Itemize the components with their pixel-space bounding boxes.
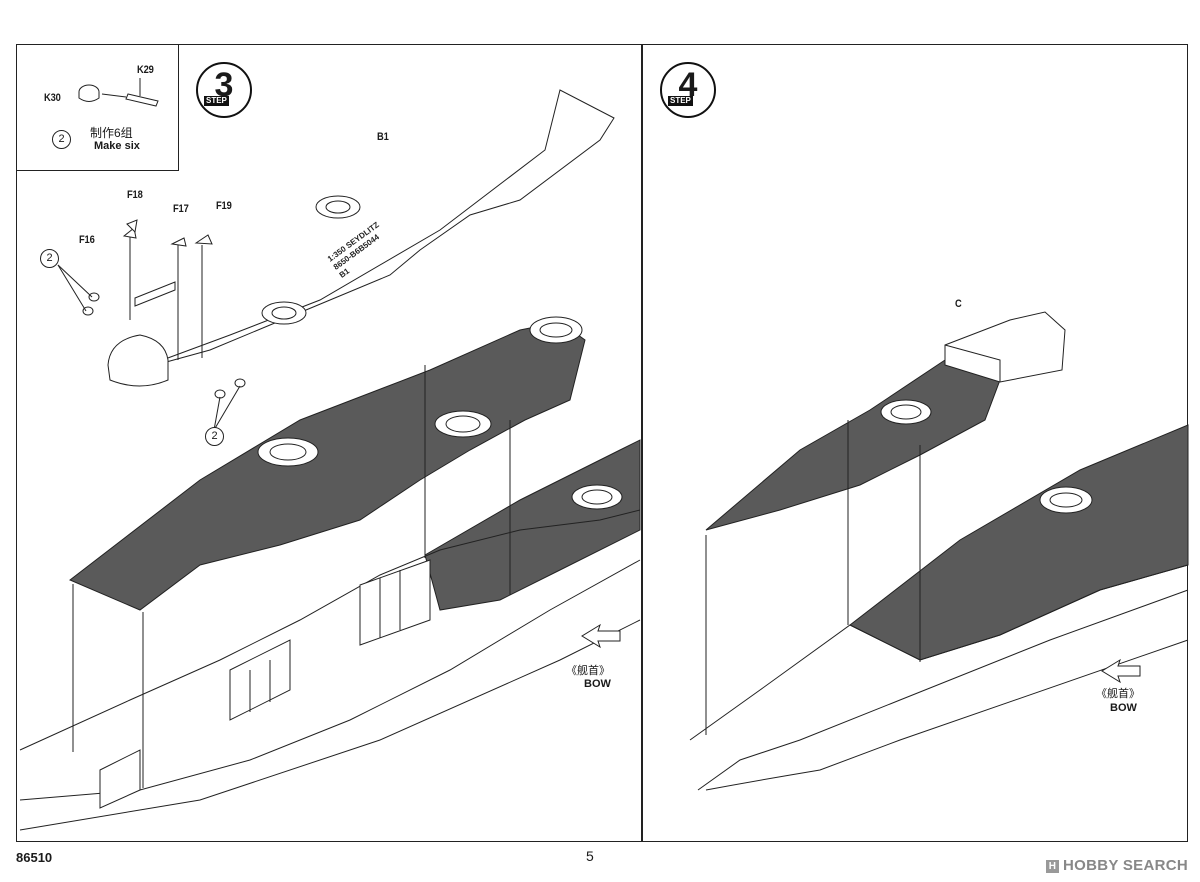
label-f16: F16 xyxy=(79,234,95,246)
label-b1: B1 xyxy=(377,131,389,143)
bow-english-right: BOW xyxy=(1110,702,1137,714)
step-4-badge: 4 STEP xyxy=(660,62,716,118)
bow-chinese-right: 《舰首》 xyxy=(1096,688,1140,700)
quantity-circle-a: 2 xyxy=(40,249,59,268)
bow-english-left: BOW xyxy=(584,678,611,690)
label-c: C xyxy=(955,298,962,310)
step-3-badge: 3 STEP xyxy=(196,62,252,118)
step-word: STEP xyxy=(204,96,229,106)
inset-chinese-text: 制作6组 xyxy=(90,126,133,140)
inset-box xyxy=(16,44,179,171)
bow-chinese-left: 《舰首》 xyxy=(566,665,610,677)
watermark-text: HOBBY SEARCH xyxy=(1062,857,1188,874)
label-f18: F18 xyxy=(127,189,143,201)
main-deck-grey xyxy=(69,321,586,611)
forward-deck-c xyxy=(705,359,1001,531)
quantity-circle: 2 xyxy=(52,130,71,149)
label-k30: K30 xyxy=(44,92,61,104)
step-number: 4 xyxy=(678,66,698,104)
inset-english-text: Make six xyxy=(94,140,140,152)
product-code: 86510 xyxy=(16,850,53,865)
label-f19: F19 xyxy=(216,200,232,212)
page-number: 5 xyxy=(586,848,594,864)
label-f17: F17 xyxy=(173,203,189,215)
step-word: STEP xyxy=(668,96,693,106)
watermark-logo-icon: H xyxy=(1045,860,1059,873)
step-number: 3 xyxy=(214,66,234,104)
label-k29: K29 xyxy=(137,64,154,76)
quantity-circle-b: 2 xyxy=(205,427,224,446)
